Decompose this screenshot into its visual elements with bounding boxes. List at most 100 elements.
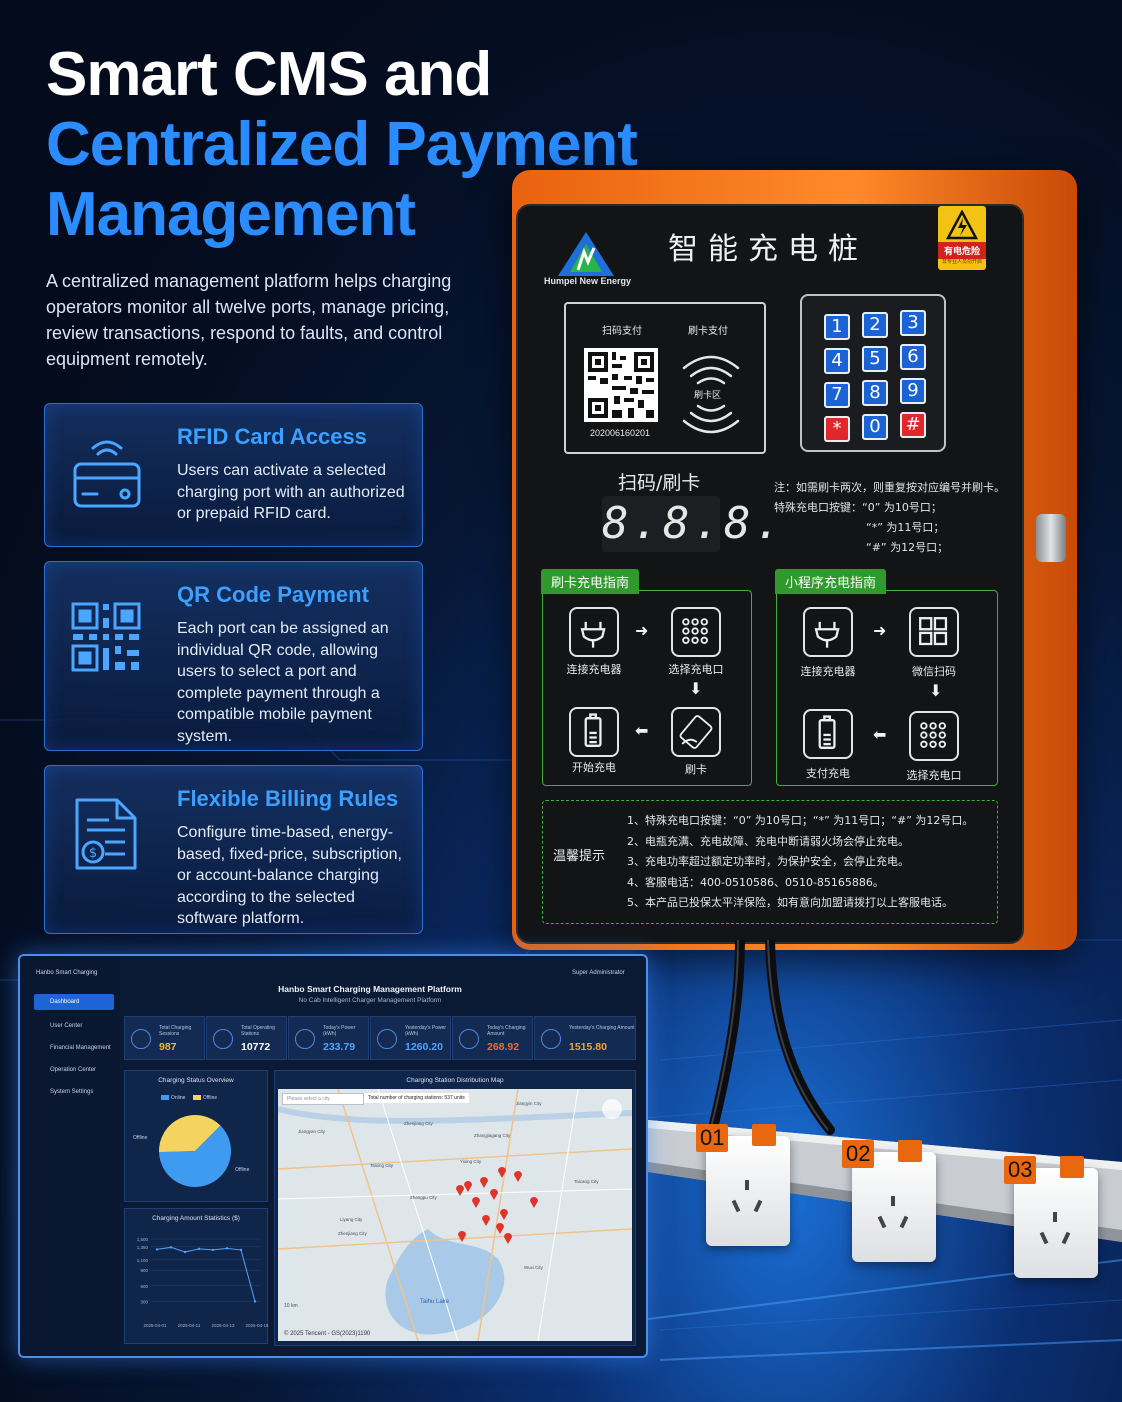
warm-tips-box: 温馨提示 1、特殊充电口按键：“0” 为10号口；“*” 为11号口；“#” 为… [542,800,998,924]
hero-line-3: Management [46,180,416,249]
wechat-scan-icon [909,607,959,657]
outlet-holes [731,1180,763,1213]
door-lock[interactable] [1036,514,1066,562]
key-2[interactable]: 2 [862,312,888,338]
step-label: 开始充电 [572,761,616,774]
stat-card: Yesterday's Charging Amount 1515.80 [534,1016,636,1060]
hero-heading: Smart CMS and Centralized Payment Manage… [46,40,666,250]
city-select[interactable]: Please select a city [282,1093,364,1105]
payment-area: 扫码支付 刷卡支付 202006160201 [564,302,766,454]
y-tick-label: 1,350 [137,1245,149,1250]
rfid-reader-icon[interactable] [676,346,746,436]
stat-label: Today's Charging Amount [487,1025,526,1037]
y-tick-label: 900 [140,1268,148,1273]
key-4[interactable]: 4 [824,348,850,374]
port-number: 03 [1004,1156,1037,1184]
nav-user-center[interactable]: User Center [50,1023,83,1029]
station-map[interactable]: Please select a city Total number of cha… [278,1089,632,1341]
x-tick-label: 2025-04-11 [178,1323,201,1328]
stat-label: Total Operating Stations [241,1025,275,1037]
plug-icon [569,607,619,657]
city-label: Liyang City [340,1217,363,1222]
tip-item: 5、本产品已投保太平洋保险，如有意向加盟请拨打以上客服电话。 [627,896,953,909]
key-0[interactable]: 0 [862,414,888,440]
port-rating-label [1060,1156,1084,1178]
key-7[interactable]: 7 [824,382,850,408]
dashboard-logo: Hanbo Smart Charging [36,970,98,976]
stat-label: Today's Power (kWh) [323,1025,356,1037]
station-marker-pin [480,1177,488,1188]
station-markers [456,1099,622,1244]
feature-card-rfid: RFID Card Access Users can activate a se… [44,403,423,547]
map-copyright: © 2025 Tencent - GS(2023)1190 [284,1331,371,1337]
key-hash[interactable]: # [900,412,926,438]
warning-subtext: 非专业人员勿开启 [941,259,982,265]
stat-label: Yesterday's Charging Amount [569,1025,635,1031]
pie-label: Offline [235,1167,250,1173]
stat-value: 268.92 [487,1041,520,1053]
card-pay-label: 刷卡支付 [688,326,728,337]
card-swipe-icon [671,707,721,757]
city-label: Zhenjiang City [338,1231,367,1236]
feature-title: RFID Card Access [177,424,367,449]
card-zone-label: 刷卡区 [694,390,722,400]
socket-01[interactable]: 01 [696,1124,790,1246]
stat-card: Yesterday's Power (kWh) 1260.20 [370,1016,451,1060]
map-scale: 10 km [284,1303,298,1309]
nav-financial-management[interactable]: Financial Management [50,1045,111,1051]
socket-03[interactable]: 03 [1004,1156,1098,1278]
stat-card: Today's Charging Amount 268.92 [452,1016,533,1060]
arrow-left-icon: ⬅ [873,725,887,744]
key-8[interactable]: 8 [862,380,888,406]
stat-card: Total Operating Stations 10772 [206,1016,287,1060]
step-label: 支付充电 [806,767,850,780]
key-9[interactable]: 9 [900,378,926,404]
step-label: 选择充电口 [668,663,724,676]
qr-code-icon [71,602,141,672]
y-tick-label: 600 [140,1284,148,1289]
arrow-left-icon: ⬅ [635,721,649,740]
dashboard-subtitle: No Cab Intelligent Charger Management Pl… [298,997,442,1004]
note-line: “#” 为12号口； [866,541,949,554]
stat-icon [131,1029,151,1049]
amount-data-point [169,1246,173,1249]
port-number-display: 8.8.8. [602,496,781,552]
payment-qr-code-icon[interactable] [584,348,658,422]
feature-card-billing: $ Flexible Billing Rules Configure time-… [44,765,423,934]
key-5[interactable]: 5 [862,346,888,372]
feature-text: Users can activate a selected charging p… [177,462,405,523]
step-label: 选择充电口 [906,769,962,782]
stat-label: Total Charging Sessions [159,1025,192,1037]
station-marker-pin [482,1215,490,1226]
feature-title: Flexible Billing Rules [177,786,399,811]
stat-icon [541,1029,561,1049]
key-1[interactable]: 1 [824,314,850,340]
nav-system-settings[interactable]: System Settings [50,1089,94,1095]
key-3[interactable]: 3 [900,310,926,336]
scan-card-label: 扫码/刷卡 [618,472,701,494]
user-menu[interactable]: Super Administrator [572,970,625,976]
x-tick-label: 2025-04-01 [143,1323,167,1328]
status-pie-chart [159,1115,231,1187]
step-label: 连接充电器 [566,663,622,676]
key-6[interactable]: 6 [900,344,926,370]
socket-02[interactable]: 02 [842,1140,936,1262]
station-marker-pin [530,1197,538,1208]
outlet-holes [877,1196,909,1229]
charger-title: 智能充电桩 [668,232,868,267]
y-tick-label: 1,500 [137,1237,149,1242]
station-marker-pin [514,1171,522,1182]
amount-data-point [197,1247,201,1251]
key-star[interactable]: * [824,416,850,442]
step-label: 刷卡 [685,763,707,776]
x-tick-label: 2025-04-13 [211,1323,235,1328]
nav-operation-center[interactable]: Operation Center [50,1067,97,1073]
note-line: 特殊充电口按键：“0” 为10号口； [774,501,942,514]
stat-value: 987 [159,1041,177,1053]
arrow-down-icon: ⬇ [689,679,703,698]
tip-item: 1、特殊充电口按键：“0” 为10号口；“*” 为11号口；“#” 为12号口。 [627,814,974,827]
nav-dashboard[interactable]: Dashboard [34,994,114,1010]
station-marker-pin [504,1233,512,1244]
card-title: Charging Amount Statistics ($) [152,1215,240,1222]
feature-card-qr: QR Code Payment Each port can be assigne… [44,561,423,751]
